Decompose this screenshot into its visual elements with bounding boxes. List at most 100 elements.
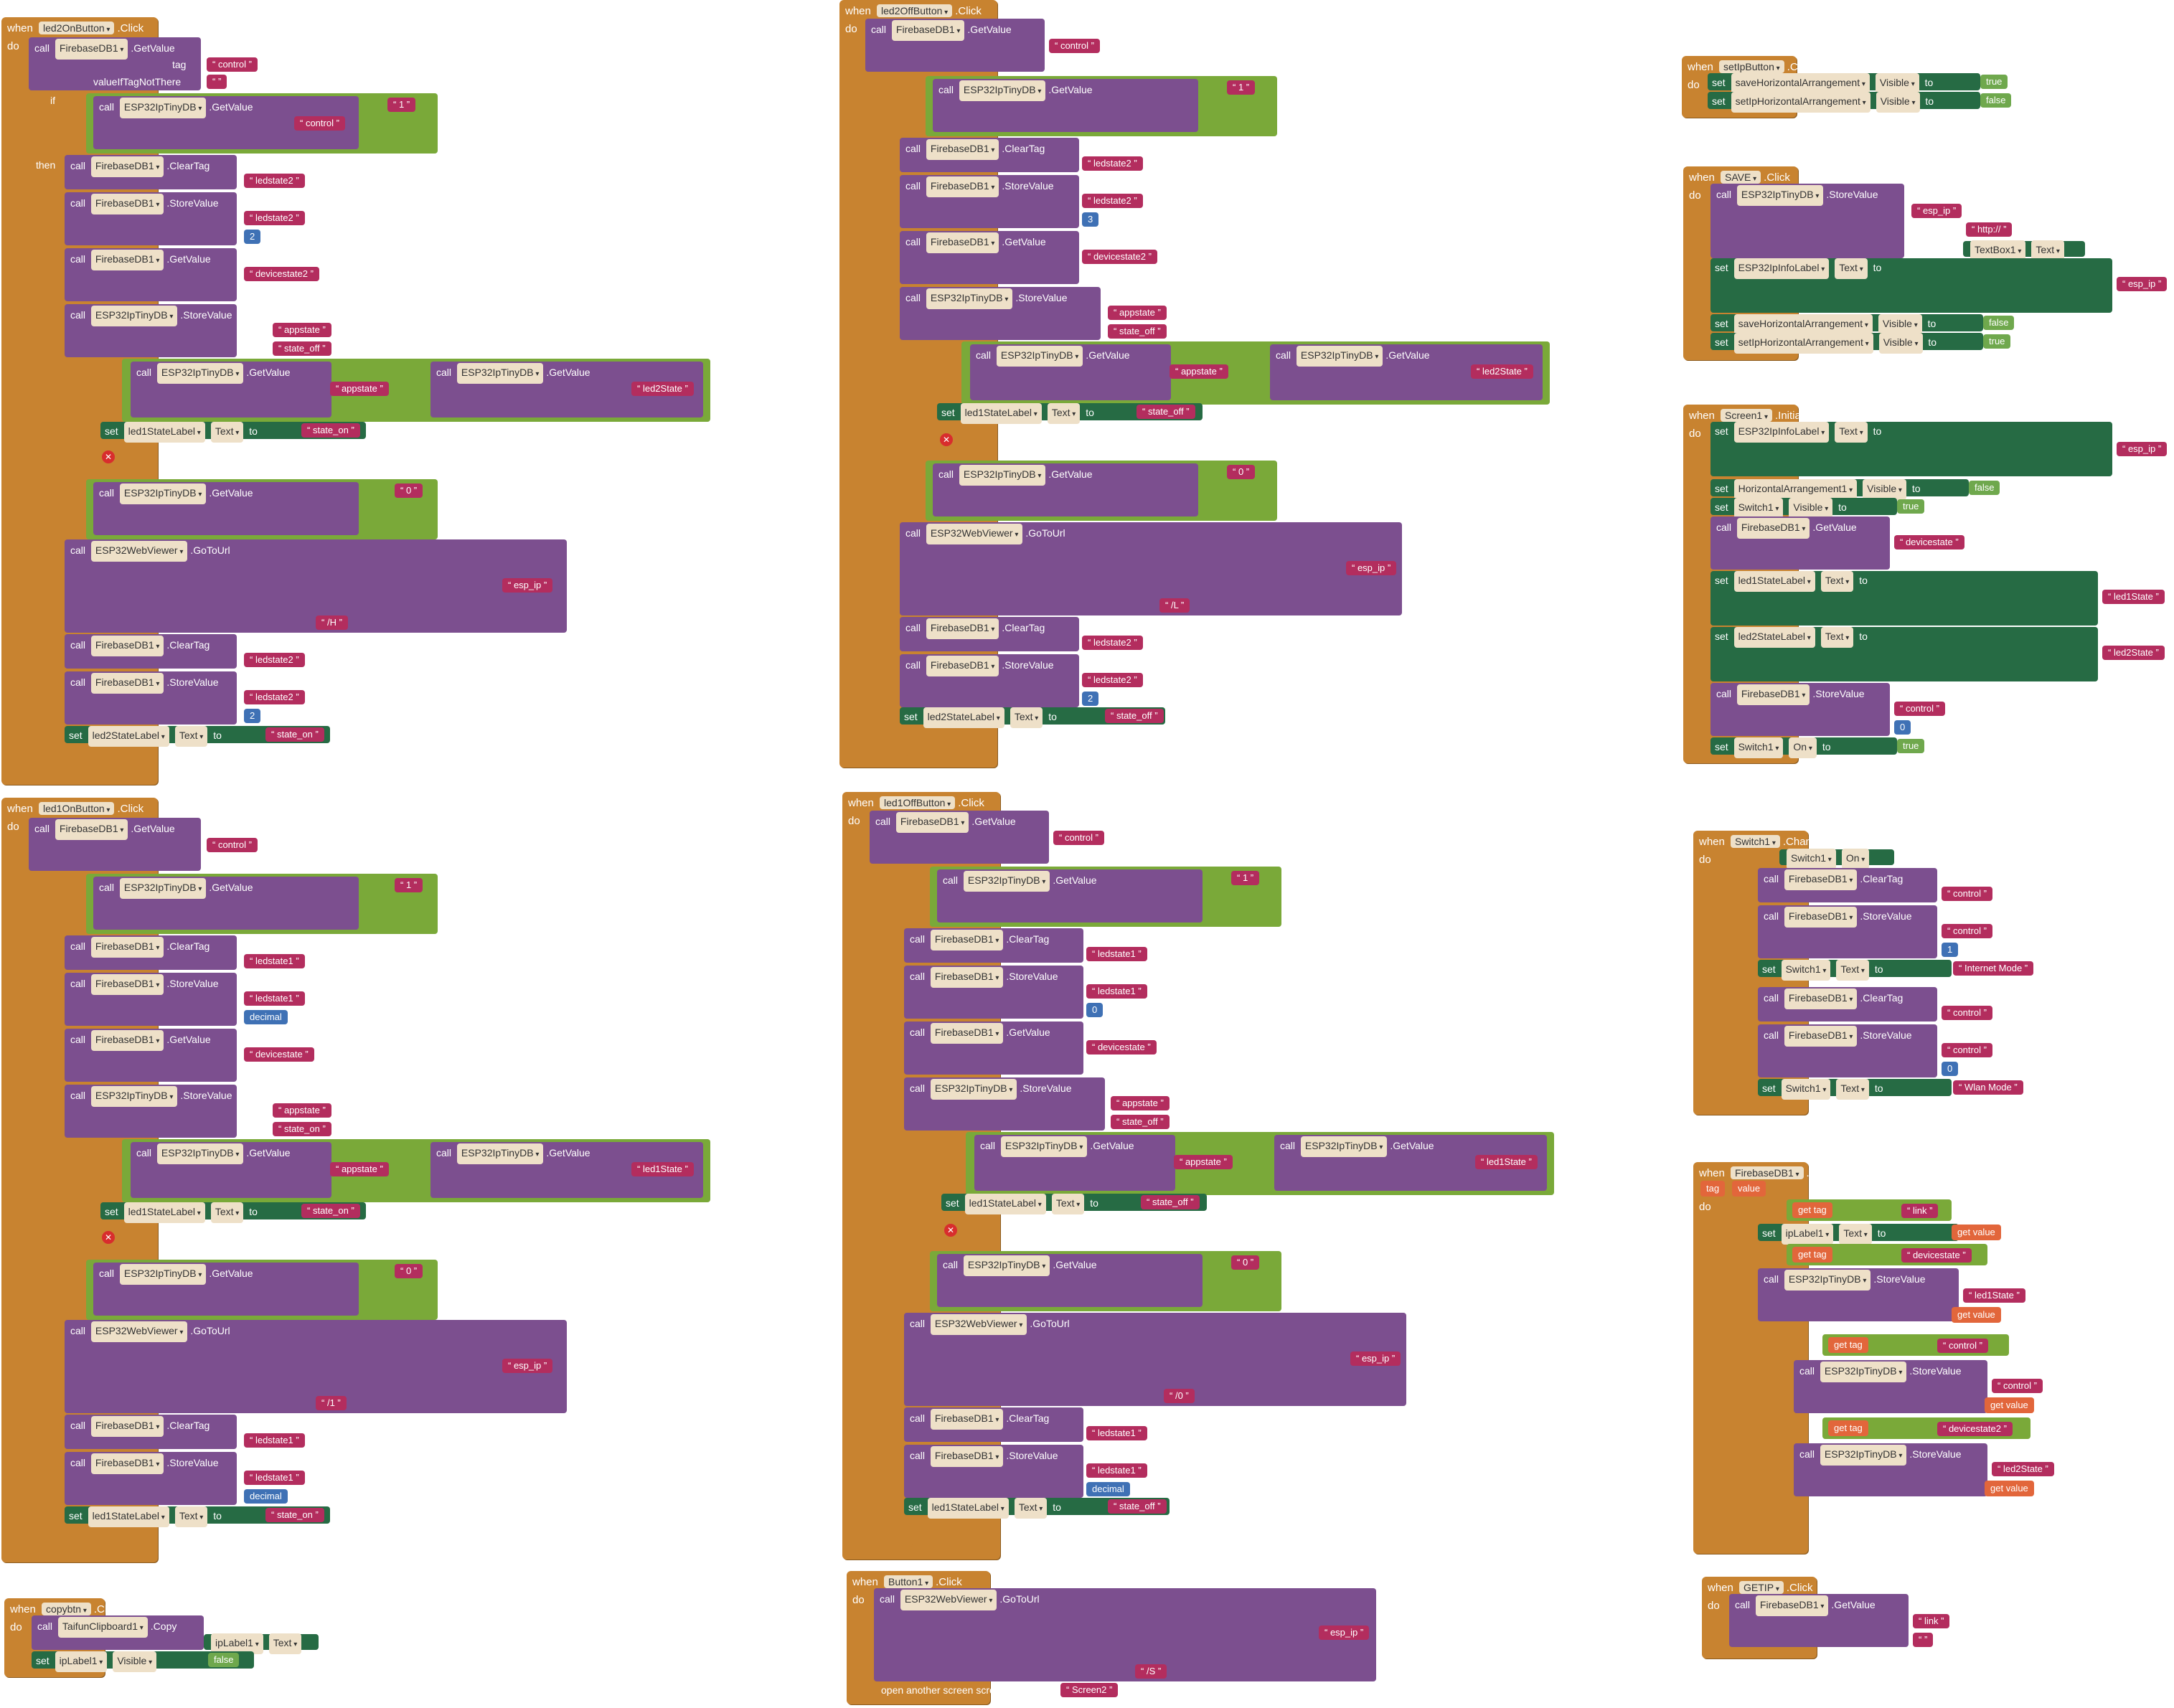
- component-dropdown[interactable]: setIpButton: [1719, 60, 1784, 73]
- text-literal[interactable]: control: [1942, 924, 1992, 938]
- component-dropdown[interactable]: ESP32WebViewer: [90, 541, 188, 562]
- component-dropdown[interactable]: ESP32IpTinyDB: [119, 878, 207, 899]
- call-firebase-storevalue[interactable]: call FirebaseDB1.StoreValue: [65, 671, 237, 725]
- text-literal[interactable]: /H: [316, 615, 348, 630]
- component-dropdown[interactable]: ESP32WebViewer: [90, 1321, 188, 1342]
- property-dropdown[interactable]: Text: [1820, 571, 1854, 592]
- boolean-literal[interactable]: false: [1980, 93, 2012, 108]
- text-literal[interactable]: esp_ip: [502, 578, 553, 593]
- component-dropdown[interactable]: setIpHorizontalArrangement: [1733, 333, 1873, 354]
- component-dropdown[interactable]: led1StateLabel: [960, 403, 1042, 424]
- text-literal[interactable]: ledstate1: [1086, 1463, 1147, 1478]
- param-tag[interactable]: tag: [1700, 1181, 1726, 1197]
- component-dropdown[interactable]: ESP32IpTinyDB: [926, 288, 1013, 309]
- call-tinydb-getvalue[interactable]: call ESP32IpTinyDB.GetValue: [131, 362, 331, 417]
- component-dropdown[interactable]: FirebaseDB1: [926, 176, 999, 197]
- text-literal[interactable]: control: [1894, 702, 1945, 716]
- component-dropdown[interactable]: FirebaseDB1: [90, 1453, 164, 1474]
- set-saveharr-visible[interactable]: set saveHorizontalArrangementVisible to: [1708, 73, 1980, 94]
- call-firebase-cleartag[interactable]: call FirebaseDB1.ClearTag: [65, 1415, 237, 1449]
- text-literal[interactable]: /1: [316, 1396, 347, 1410]
- text-literal[interactable]: devicestate: [1894, 535, 1964, 549]
- component-dropdown[interactable]: FirebaseDB1: [926, 232, 999, 253]
- component-dropdown[interactable]: led2OnButton: [39, 22, 115, 34]
- component-dropdown[interactable]: led1OnButton: [39, 802, 115, 815]
- text-literal[interactable]: [207, 75, 227, 89]
- component-dropdown[interactable]: FirebaseDB1: [90, 250, 164, 270]
- component-dropdown[interactable]: FirebaseDB1: [90, 673, 164, 694]
- component-dropdown[interactable]: ipLabel1: [1781, 1224, 1834, 1245]
- call-tinydb-getvalue[interactable]: call ESP32IpTinyDB.GetValue: [974, 1135, 1175, 1191]
- text-literal[interactable]: link: [1901, 1204, 1939, 1218]
- property-dropdown[interactable]: Text: [1051, 1194, 1085, 1214]
- text-literal[interactable]: led1State: [631, 1162, 694, 1176]
- component-dropdown[interactable]: ESP32IpTinyDB: [996, 346, 1083, 367]
- text-literal[interactable]: control: [1942, 887, 1992, 901]
- call-tinydb-storevalue[interactable]: call ESP32IpTinyDB.StoreValue: [1794, 1360, 1987, 1413]
- component-dropdown[interactable]: Button1: [884, 1575, 933, 1588]
- component-dropdown[interactable]: Switch1: [1733, 498, 1784, 519]
- property-dropdown[interactable]: Visible: [1876, 92, 1920, 113]
- text-literal[interactable]: control: [1942, 1043, 1992, 1057]
- text-literal[interactable]: ledstate2: [244, 211, 305, 225]
- set-setipharr-visible[interactable]: set setIpHorizontalArrangementVisible to: [1708, 92, 1980, 113]
- text-literal[interactable]: ledstate2: [244, 653, 305, 667]
- text-literal[interactable]: led2State: [631, 382, 694, 396]
- component-dropdown[interactable]: FirebaseDB1: [90, 1416, 164, 1437]
- component-dropdown[interactable]: ESP32IpTinyDB: [456, 1143, 544, 1164]
- get-iplabel-text[interactable]: ipLabel1Text: [204, 1633, 319, 1654]
- call-firebase-storevalue[interactable]: call FirebaseDB1.StoreValue: [1758, 905, 1937, 958]
- text-literal[interactable]: state_on: [301, 423, 360, 438]
- component-dropdown[interactable]: FirebaseDB1: [930, 1023, 1004, 1044]
- text-literal[interactable]: http://: [1966, 222, 2013, 237]
- text-literal[interactable]: led2State: [1992, 1462, 2054, 1476]
- call-firebase-getvalue[interactable]: call FirebaseDB1.GetValue: [65, 248, 237, 301]
- boolean-literal[interactable]: true: [1897, 739, 1925, 753]
- component-dropdown[interactable]: ESP32IpInfoLabel: [1733, 258, 1830, 279]
- text-literal[interactable]: ledstate2: [1082, 636, 1143, 650]
- property-dropdown[interactable]: Text: [1839, 1224, 1872, 1245]
- component-dropdown[interactable]: FirebaseDB1: [930, 930, 1004, 950]
- text-literal[interactable]: devicestate2: [1937, 1422, 2013, 1436]
- set-switch1-on[interactable]: set Switch1On to: [1711, 737, 1897, 758]
- component-dropdown[interactable]: FirebaseDB1: [1736, 518, 1810, 539]
- text-literal[interactable]: esp_ip: [1319, 1626, 1370, 1640]
- component-dropdown[interactable]: led2OffButton: [877, 4, 953, 17]
- property-dropdown[interactable]: Text: [210, 422, 244, 443]
- text-literal[interactable]: ledstate1: [244, 991, 305, 1006]
- number-literal[interactable]: 0: [1227, 465, 1256, 479]
- text-literal[interactable]: devicestate2: [1082, 250, 1157, 264]
- text-literal[interactable]: ledstate1: [244, 954, 305, 968]
- component-dropdown[interactable]: led2StateLabel: [923, 707, 1004, 728]
- call-tinydb-getvalue[interactable]: call ESP32IpTinyDB.GetValue: [933, 79, 1198, 132]
- compare-block[interactable]: call ESP32IpTinyDB.GetValue 1: [926, 76, 1277, 136]
- call-tinydb-getvalue[interactable]: call ESP32IpTinyDB.GetValue: [933, 463, 1198, 516]
- call-firebase-storevalue[interactable]: call FirebaseDB1.StoreValue: [65, 973, 237, 1026]
- call-firebase-cleartag[interactable]: call FirebaseDB1.ClearTag: [900, 138, 1079, 172]
- text-literal[interactable]: esp_ip: [502, 1359, 553, 1373]
- text-literal[interactable]: control: [1992, 1379, 2043, 1393]
- number-literal[interactable]: 1: [1227, 80, 1256, 95]
- property-dropdown[interactable]: Text: [210, 1202, 244, 1223]
- text-literal[interactable]: state_on: [265, 1508, 324, 1522]
- property-dropdown[interactable]: On: [1841, 849, 1870, 869]
- property-dropdown[interactable]: Visible: [113, 1651, 157, 1672]
- number-literal[interactable]: 1: [395, 878, 423, 892]
- error-icon[interactable]: ✕: [944, 1224, 957, 1237]
- number-literal[interactable]: decimal: [1086, 1482, 1130, 1496]
- component-dropdown[interactable]: Switch1: [1733, 737, 1784, 758]
- component-dropdown[interactable]: led1StateLabel: [1733, 571, 1815, 592]
- number-literal[interactable]: 0: [1231, 1255, 1260, 1270]
- boolean-literal[interactable]: true: [1980, 75, 2008, 89]
- text-literal[interactable]: devicestate: [1901, 1248, 1972, 1263]
- component-dropdown[interactable]: ESP32IpTinyDB: [1296, 346, 1383, 367]
- component-dropdown[interactable]: FirebaseDB1: [90, 974, 164, 995]
- component-dropdown[interactable]: ESP32IpTinyDB: [1820, 1362, 1907, 1382]
- component-dropdown[interactable]: ESP32IpTinyDB: [1000, 1136, 1088, 1157]
- call-tinydb-storevalue[interactable]: call ESP32IpTinyDB.StoreValue: [65, 1085, 237, 1138]
- call-tinydb-storevalue[interactable]: call ESP32IpTinyDB.StoreValue: [1711, 184, 1904, 258]
- number-literal[interactable]: 2: [1082, 692, 1099, 706]
- text-literal[interactable]: control: [207, 57, 258, 72]
- component-dropdown[interactable]: Switch1: [1787, 849, 1836, 869]
- text-literal[interactable]: ledstate1: [1086, 1426, 1147, 1440]
